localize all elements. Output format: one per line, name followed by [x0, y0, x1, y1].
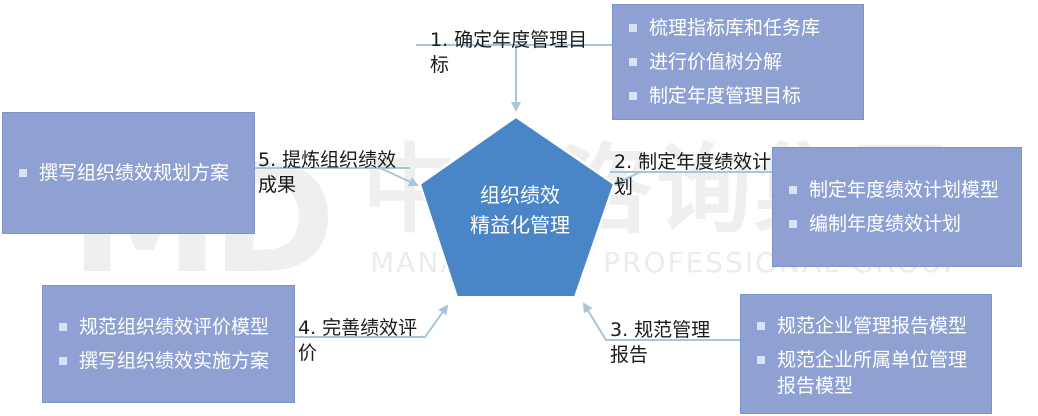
step-5-list: 撰写组织绩效规划方案 — [19, 156, 254, 190]
step-2-list: 制定年度绩效计划模型 编制年度绩效计划 — [789, 173, 1021, 241]
step-3-item: 规范企业管理报告模型 — [757, 309, 991, 343]
step-1-box: 梳理指标库和任务库 进行价值树分解 制定年度管理目标 — [612, 4, 864, 120]
step-4-box: 规范组织绩效评价模型 撰写组织绩效实施方案 — [42, 285, 295, 403]
step-5-box: 撰写组织绩效规划方案 — [2, 112, 255, 234]
step-1-item: 梳理指标库和任务库 — [629, 11, 863, 45]
step-4-item: 规范组织绩效评价模型 — [59, 310, 294, 344]
step-1-label: 1. 确定年度管理目标 — [430, 29, 588, 76]
step-4-item: 撰写组织绩效实施方案 — [59, 344, 294, 378]
arrow-step-2 — [612, 171, 641, 186]
step-2-item: 制定年度绩效计划模型 — [789, 173, 1021, 207]
center-title-line-2: 精益化管理 — [470, 213, 570, 237]
step-2-label: 2. 制定年度绩效计划 — [614, 151, 772, 198]
step-2-box: 制定年度绩效计划模型 编制年度绩效计划 — [772, 147, 1022, 267]
step-5-item: 撰写组织绩效规划方案 — [19, 156, 254, 190]
step-1-item: 制定年度管理目标 — [629, 79, 863, 113]
center-pentagon — [418, 115, 616, 298]
center-title: 组织绩效 精益化管理 — [425, 180, 615, 240]
step-1-list: 梳理指标库和任务库 进行价值树分解 制定年度管理目标 — [629, 11, 863, 113]
step-3-box: 规范企业管理报告模型 规范企业所属单位管理报告模型 — [740, 294, 992, 414]
connector-step-3 — [582, 302, 740, 341]
step-3-list: 规范企业管理报告模型 规范企业所属单位管理报告模型 — [757, 309, 991, 399]
step-3-label: 3. 规范管理报告 — [610, 319, 711, 366]
arrow-step-5 — [379, 167, 419, 187]
step-5-label: 5. 提炼组织绩效成果 — [258, 149, 397, 196]
step-1-item: 进行价值树分解 — [629, 45, 863, 79]
step-2-item: 编制年度绩效计划 — [789, 207, 1021, 241]
step-4-list: 规范组织绩效评价模型 撰写组织绩效实施方案 — [59, 310, 294, 378]
center-title-line-1: 组织绩效 — [480, 183, 560, 207]
step-4-label: 4. 完善绩效评价 — [298, 317, 418, 364]
connector-step-4 — [295, 304, 449, 338]
step-3-item: 规范企业所属单位管理报告模型 — [757, 347, 977, 399]
